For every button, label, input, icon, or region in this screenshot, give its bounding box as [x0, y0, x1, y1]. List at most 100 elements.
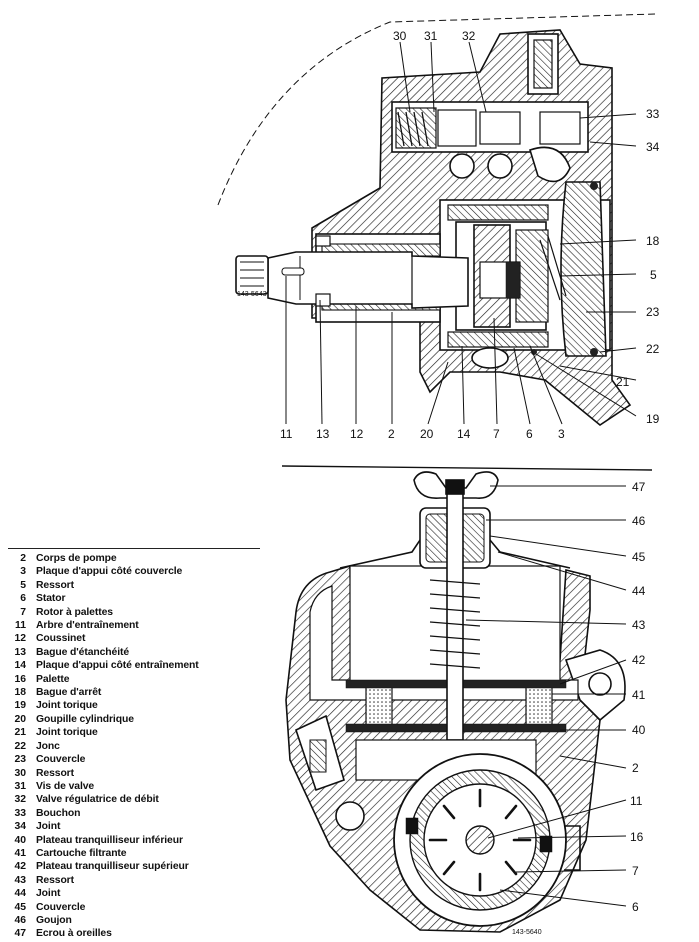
- legend-label: Stator: [36, 593, 66, 605]
- legend-number: 31: [14, 780, 26, 792]
- callout-41: 41: [632, 688, 646, 702]
- legend-number: 44: [14, 888, 26, 900]
- legend-label: Corps de pompe: [36, 553, 117, 564]
- callout-2-bottom: 2: [632, 761, 639, 775]
- legend-label: Ressort: [36, 579, 74, 591]
- legend-number: 40: [14, 834, 26, 846]
- legend-label: Couvercle: [36, 754, 86, 766]
- callout-21: 21: [616, 375, 630, 389]
- legend-number: 22: [14, 740, 26, 752]
- legend-number: 43: [14, 874, 26, 886]
- legend-item: 43 Ressort: [8, 874, 270, 887]
- legend-item: 46 Goujon: [8, 914, 270, 927]
- callout-13: 13: [316, 427, 330, 441]
- legend-label: Cartouche filtrante: [36, 847, 127, 859]
- legend-number: 30: [14, 767, 26, 779]
- legend-item: 40 Plateau tranquilliseur inférieur: [8, 834, 270, 847]
- legend-rule: [8, 548, 260, 549]
- legend-label: Ressort: [36, 874, 74, 886]
- figure-code-top: 143-5643: [237, 291, 267, 298]
- callout-32: 32: [462, 29, 476, 43]
- legend-number: 12: [14, 633, 26, 645]
- legend-number: 13: [14, 646, 26, 658]
- top-leader-lines: [285, 41, 637, 425]
- legend-label: Bague d'étanchéité: [36, 646, 130, 658]
- legend-number: 7: [20, 606, 26, 618]
- legend-number: 46: [14, 914, 26, 926]
- legend-label: Bague d'arrêt: [36, 687, 102, 699]
- legend-item: 7 Rotor à palettes: [8, 606, 270, 619]
- legend-label: Plateau tranquilliseur inférieur: [36, 834, 183, 846]
- legend-label: Joint torique: [36, 700, 98, 712]
- callout-23: 23: [646, 305, 660, 319]
- callout-11: 11: [280, 427, 293, 441]
- callout-47: 47: [632, 480, 646, 494]
- callout-11-bottom: 11: [630, 794, 643, 808]
- legend-item: 30 Ressort: [8, 767, 270, 780]
- legend-label: Ecrou à oreilles: [36, 928, 112, 940]
- legend-label: Plaque d'appui côté couvercle: [36, 566, 183, 578]
- legend-label: Palette: [36, 673, 70, 685]
- callout-12: 12: [350, 427, 364, 441]
- legend-number: 32: [14, 794, 26, 806]
- legend-label: Plaque d'appui côté entraînement: [36, 660, 199, 672]
- legend-label: Jonc: [36, 740, 60, 752]
- legend-number: 20: [14, 713, 26, 725]
- legend-item: 44 Joint: [8, 887, 270, 900]
- callout-2-top: 2: [388, 427, 395, 441]
- legend-item: 13 Bague d'étanchéité: [8, 646, 270, 659]
- legend-number: 16: [14, 673, 26, 685]
- top-callouts: 30 31 32 33 34 18 5 23 22 21 19 11 13 12…: [237, 29, 660, 441]
- legend-item: 22 Jonc: [8, 740, 270, 753]
- callout-3: 3: [558, 427, 565, 441]
- legend-item: 2 Corps de pompe: [8, 552, 270, 565]
- legend-item: 5 Ressort: [8, 579, 270, 592]
- legend-label: Ressort: [36, 767, 74, 779]
- legend-label: Rotor à palettes: [36, 606, 113, 618]
- legend-label: Joint torique: [36, 727, 98, 739]
- legend-item: 16 Palette: [8, 673, 270, 686]
- legend-number: 23: [14, 754, 26, 766]
- bottom-leader-lines: [465, 485, 627, 907]
- callout-30: 30: [393, 29, 407, 43]
- legend-number: 2: [20, 553, 26, 564]
- callout-42: 42: [632, 653, 646, 667]
- legend-label: Vis de valve: [36, 780, 95, 792]
- legend-label: Joint: [36, 888, 61, 900]
- legend-number: 19: [14, 700, 26, 712]
- reservoir-section-view: [281, 465, 653, 933]
- callout-6-bottom: 6: [632, 900, 639, 914]
- legend-number: 34: [14, 821, 26, 833]
- legend-item: 31 Vis de valve: [8, 780, 270, 793]
- legend-number: 42: [14, 861, 26, 873]
- callout-31: 31: [424, 29, 438, 43]
- callout-33: 33: [646, 107, 660, 121]
- legend-item: 14 Plaque d'appui côté entraînement: [8, 659, 270, 672]
- legend-label: Arbre d'entraînement: [36, 620, 139, 632]
- callout-45: 45: [632, 550, 646, 564]
- legend-number: 5: [20, 579, 26, 591]
- figure-code-bottom: 143-5640: [512, 929, 542, 936]
- legend-number: 33: [14, 807, 26, 819]
- callout-6-top: 6: [526, 427, 533, 441]
- legend-label: Goujon: [36, 914, 72, 926]
- legend-number: 14: [14, 660, 26, 672]
- legend-number: 11: [15, 620, 26, 632]
- callout-44: 44: [632, 584, 646, 598]
- callout-40: 40: [632, 723, 646, 737]
- callout-34: 34: [646, 140, 660, 154]
- callout-19: 19: [646, 412, 660, 426]
- callout-7-top: 7: [493, 427, 500, 441]
